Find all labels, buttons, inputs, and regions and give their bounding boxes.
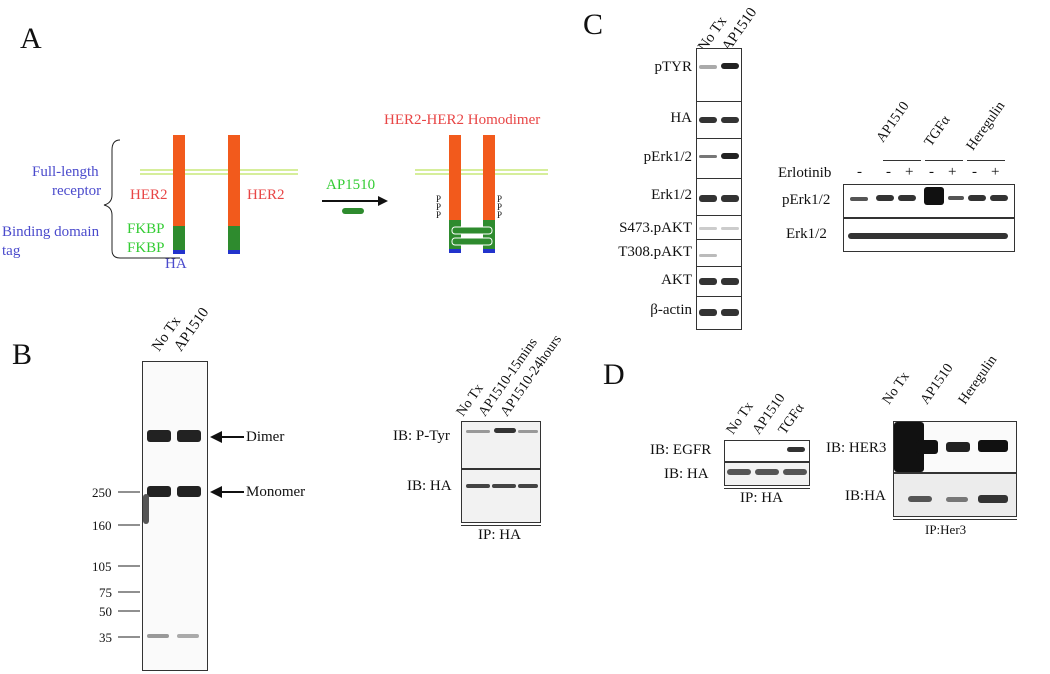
arrows-b xyxy=(210,431,244,498)
ha-label: HA xyxy=(165,256,187,272)
row-ha-c: HA xyxy=(670,110,692,126)
sign-7: + xyxy=(991,164,1000,180)
binding-domain-label: Binding domain tag xyxy=(2,223,99,261)
dimer-receptor-1 xyxy=(449,135,461,221)
sign-2: - xyxy=(886,164,891,180)
ap1510-label-a: AP1510 xyxy=(326,177,376,193)
fkbp-label-2: FKBP xyxy=(127,240,165,256)
marker-75: 75 xyxy=(99,585,112,600)
band-35-1 xyxy=(147,634,169,638)
d-lane-notx-2: No Tx xyxy=(879,369,913,408)
ha-tag-2 xyxy=(228,250,240,254)
her2-receptor-1 xyxy=(173,135,185,228)
ip-ha-label-b: IP: HA xyxy=(478,527,521,543)
blot-d-ha2 xyxy=(893,473,1017,517)
full-length-receptor-label: Full-length receptor xyxy=(32,163,101,201)
ip-ha-label-d: IP: HA xyxy=(740,490,783,506)
monomer-band-1 xyxy=(147,486,171,497)
full-length-line-2: receptor xyxy=(52,183,102,199)
fkbp-label-1: FKBP xyxy=(127,221,165,237)
dimer-receptor-2 xyxy=(483,135,495,221)
row-perk-right: pErk1/2 xyxy=(782,192,831,208)
dimer-label: Dimer xyxy=(246,429,285,445)
group-tgfa: TGFα xyxy=(921,113,954,150)
marker-105: 105 xyxy=(92,559,112,574)
dimer-ha-1 xyxy=(449,249,461,253)
marker-250: 250 xyxy=(92,485,112,500)
band-35-2 xyxy=(177,634,199,638)
row-perk-c: pErk1/2 xyxy=(643,149,692,165)
monomer-label: Monomer xyxy=(246,484,306,500)
ib-ptyr-label: IB: P-Tyr xyxy=(393,428,450,444)
row-erk-c: Erk1/2 xyxy=(651,187,692,203)
dimer-band-1 xyxy=(147,430,171,442)
row-erk-right: Erk1/2 xyxy=(786,226,827,242)
blot-c-perk xyxy=(843,184,1015,218)
dimer-ha-2 xyxy=(483,249,495,253)
d-lane-notx: No Tx xyxy=(723,399,757,438)
panel-d-letter: D xyxy=(603,358,625,391)
blot-c-column xyxy=(696,48,742,330)
dimer-band-2 xyxy=(177,430,201,442)
homodimer-label: HER2-HER2 Homodimer xyxy=(384,112,541,128)
group-heregulin: Heregulin xyxy=(963,98,1009,154)
fkbp-domain-2 xyxy=(228,226,240,251)
row-s473: S473.pAKT xyxy=(619,220,692,236)
ib-ha-label-d: IB: HA xyxy=(664,466,709,482)
ap1510-bridge-1 xyxy=(451,226,493,235)
group-ap1510: AP1510 xyxy=(873,99,913,146)
ib-her3-label: IB: HER3 xyxy=(826,440,887,456)
ip-her3-label: IP:Her3 xyxy=(925,522,967,537)
marker-160: 160 xyxy=(92,518,112,533)
ap1510-molecule xyxy=(342,208,364,214)
marker-ticks xyxy=(118,491,140,638)
sign-4: - xyxy=(929,164,934,180)
erlotinib-label: Erlotinib xyxy=(778,165,832,181)
panel-a-letter: A xyxy=(20,22,42,55)
d-lane-ap1510-2: AP1510 xyxy=(917,361,957,408)
ap1510-bridge-2 xyxy=(451,237,493,246)
panel-a-diagram xyxy=(103,135,548,259)
ib-ha2-label: IB:HA xyxy=(845,488,886,504)
binding-domain-line-2: tag xyxy=(2,243,21,259)
blot-b-ha xyxy=(461,469,541,523)
fkbp-domain-1 xyxy=(173,226,185,251)
d-lane-heregulin-2: Heregulin xyxy=(955,352,1001,408)
marker-35: 35 xyxy=(99,630,112,645)
smear xyxy=(143,494,149,524)
sign-5: + xyxy=(948,164,957,180)
blot-d-her3 xyxy=(893,421,1017,473)
sign-6: - xyxy=(972,164,977,180)
row-akt: AKT xyxy=(661,272,692,288)
blot-c-erk xyxy=(843,218,1015,252)
full-length-line-1: Full-length xyxy=(32,164,99,180)
ha-tag-1 xyxy=(173,250,185,254)
her2-receptor-2 xyxy=(228,135,240,228)
blot-b-ptyr xyxy=(461,421,541,469)
blot-d-egfr xyxy=(724,440,810,462)
marker-50: 50 xyxy=(99,604,112,619)
panel-b-letter: B xyxy=(12,338,33,371)
ib-egfr-label: IB: EGFR xyxy=(650,442,712,458)
row-ptyr: pTYR xyxy=(654,59,693,75)
row-actin: β-actin xyxy=(650,302,692,318)
monomer-band-2 xyxy=(177,486,201,497)
her2-label-right: HER2 xyxy=(247,187,285,203)
sign-3: + xyxy=(905,164,914,180)
blot-b-main xyxy=(142,361,208,671)
panel-c-letter: C xyxy=(583,8,604,41)
her2-label-left: HER2 xyxy=(130,187,168,203)
blot-d-ha xyxy=(724,462,810,486)
row-t308: T308.pAKT xyxy=(618,244,692,260)
binding-domain-line-1: Binding domain xyxy=(2,224,100,240)
ib-ha-label-b: IB: HA xyxy=(407,478,452,494)
sign-1: - xyxy=(857,164,862,180)
bracket xyxy=(103,139,121,259)
